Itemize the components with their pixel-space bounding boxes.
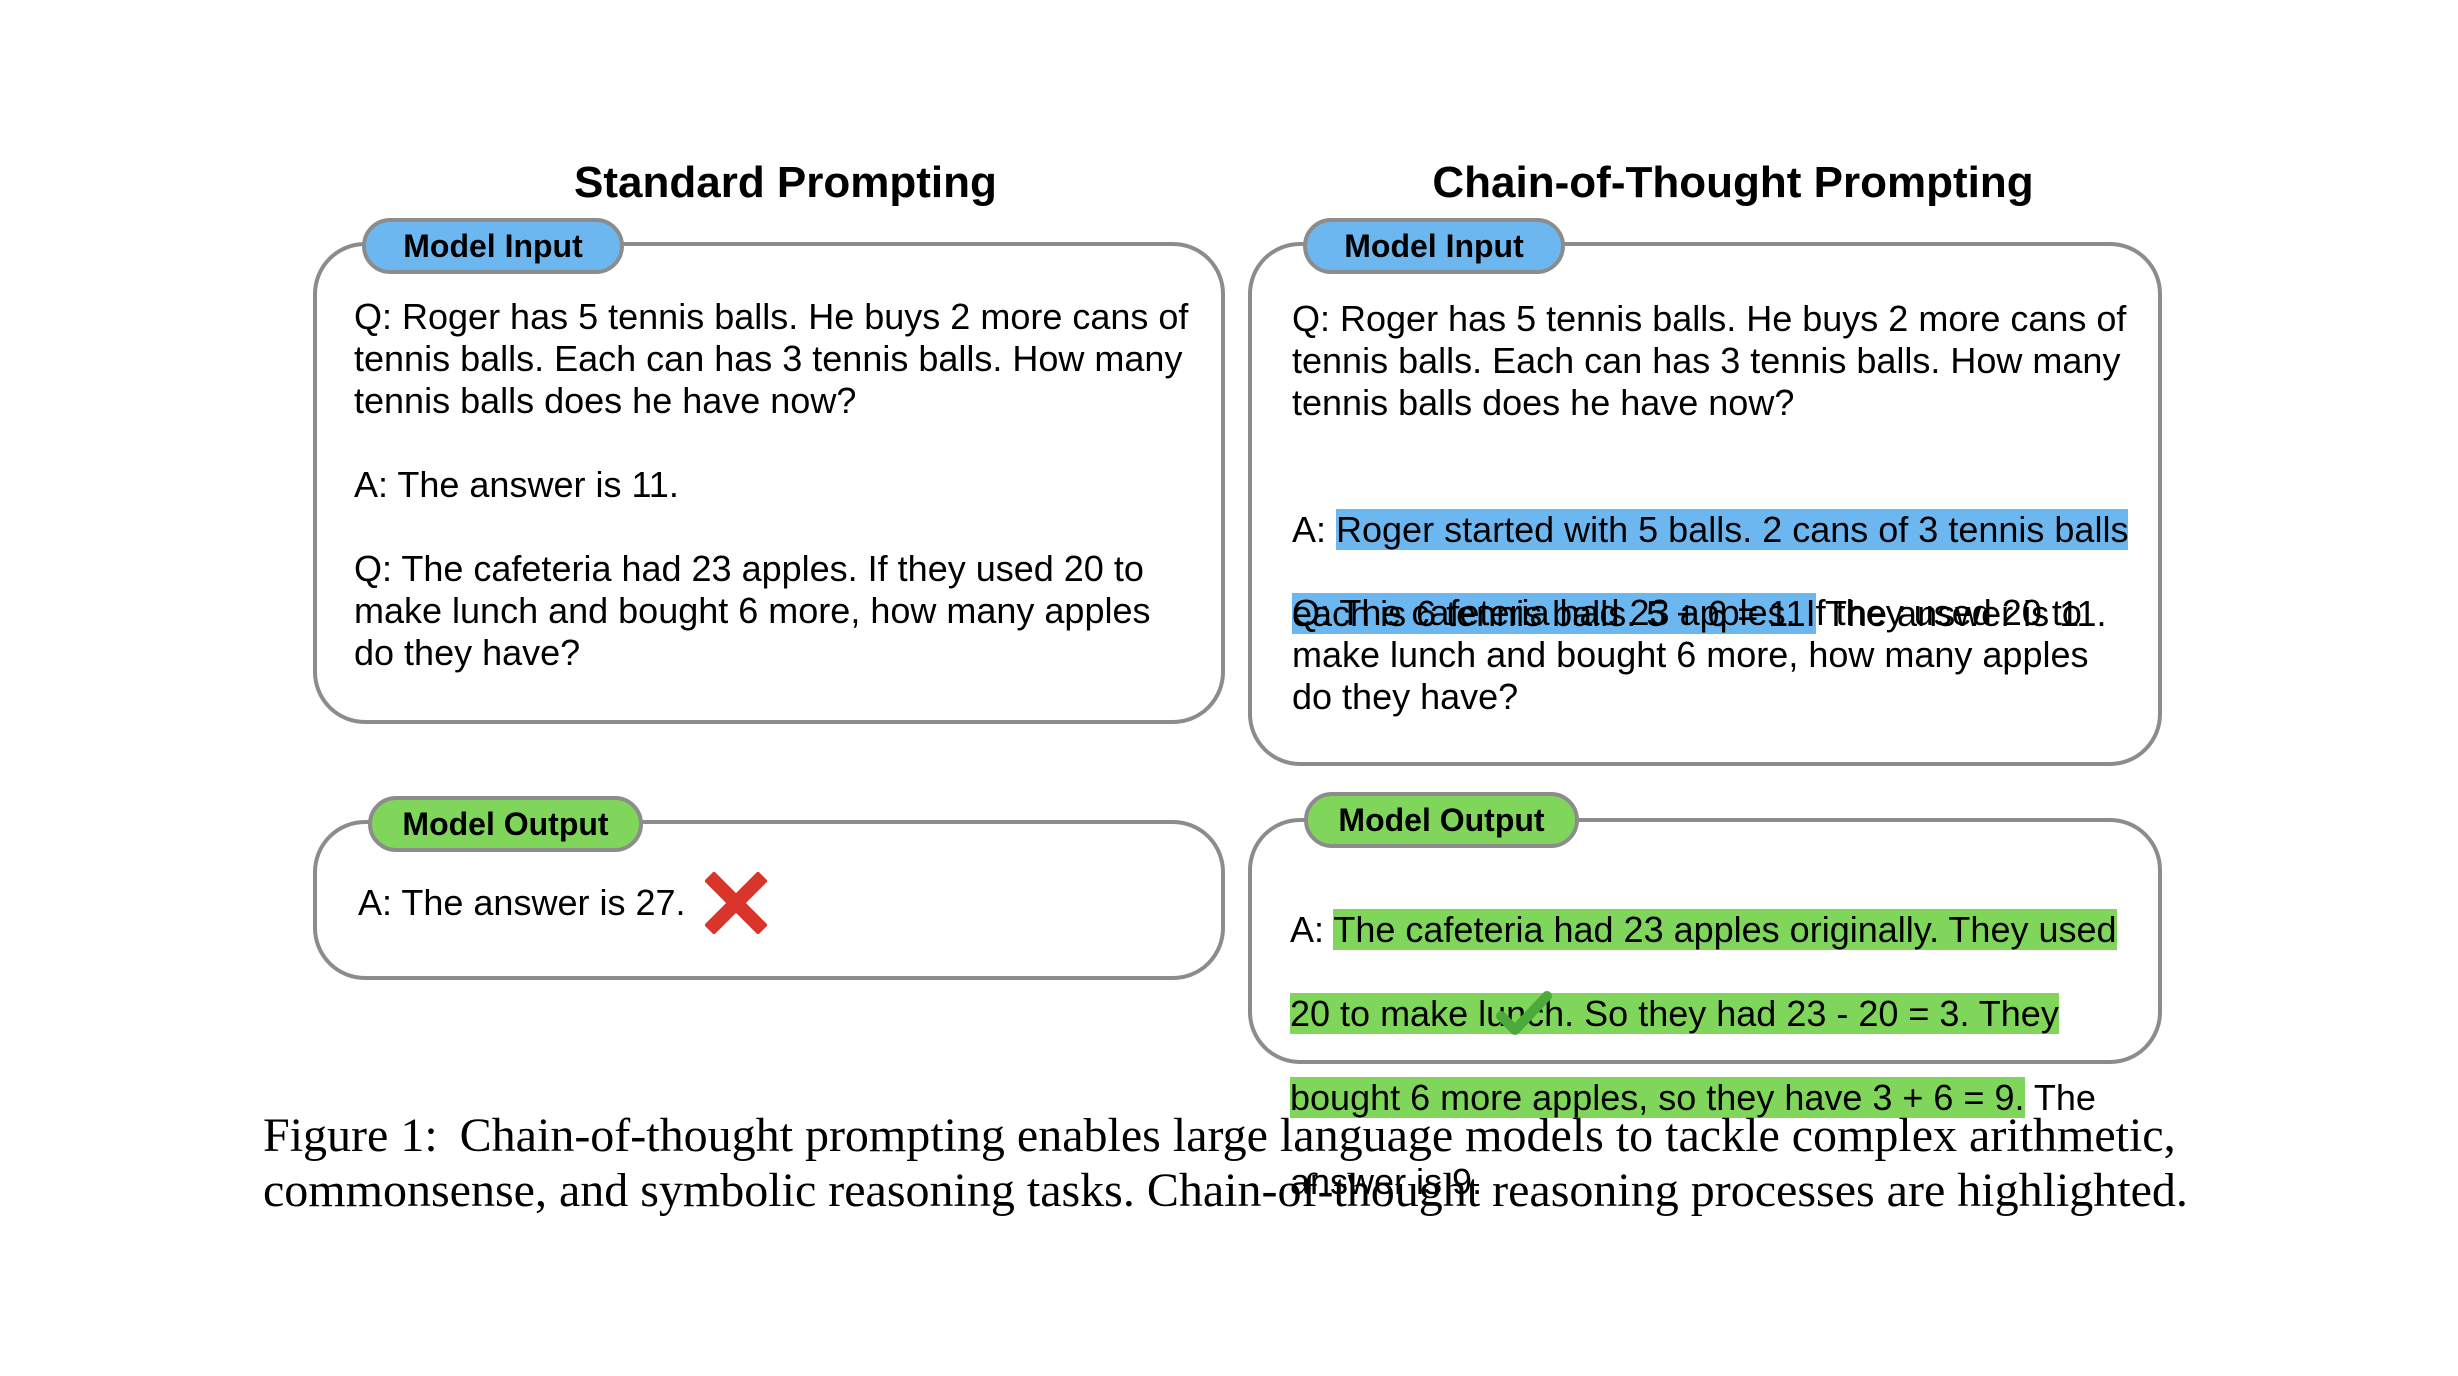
cot-output-reasoning-line3: bought 6 more apples, so they have 3 + 6…	[1290, 1077, 2025, 1118]
cot-output-reasoning-line2: 20 to make lunch. So they had 23 - 20 = …	[1290, 993, 2059, 1034]
cot-output: A: The cafeteria had 23 apples originall…	[1290, 867, 2117, 1203]
cot-output-prefix: A:	[1290, 909, 1334, 950]
standard-input-tab: Model Input	[362, 218, 624, 274]
cot-output-reasoning-line1: The cafeteria had 23 apples originally. …	[1333, 909, 2117, 950]
cot-q2: Q: The cafeteria had 23 apples. If they …	[1292, 592, 2089, 717]
cot-a1-reasoning-line2: each is 6 tennis balls. 5 + 6 = 11.	[1292, 593, 1816, 634]
cot-a1-prefix: A:	[1292, 509, 1337, 550]
cot-title: Chain-of-Thought Prompting	[1432, 158, 2034, 207]
standard-title: Standard Prompting	[574, 158, 997, 207]
cot-input-tab: Model Input	[1303, 218, 1565, 274]
cot-output-answer-line4: answer is 9.	[1290, 1161, 1483, 1202]
figure-caption: Figure 1:Chain-of-thought prompting enab…	[263, 1108, 2223, 1218]
cot-a1: A: Roger started with 5 balls. 2 cans of…	[1292, 467, 2129, 635]
cot-output-answer-line3: The	[2024, 1077, 2096, 1118]
cot-q1: Q: Roger has 5 tennis balls. He buys 2 m…	[1292, 298, 2127, 423]
cot-output-tab: Model Output	[1304, 792, 1579, 848]
standard-output: A: The answer is 27.	[358, 882, 686, 923]
standard-input-box	[313, 242, 1225, 724]
standard-a1: A: The answer is 11.	[354, 464, 679, 505]
standard-output-tab: Model Output	[368, 796, 643, 852]
caption-label: Figure 1:	[263, 1109, 438, 1162]
check-icon	[1496, 991, 1552, 1035]
standard-q2: Q: The cafeteria had 23 apples. If they …	[354, 548, 1151, 673]
cross-icon	[705, 872, 767, 934]
cot-a1-answer: The answer is 11.	[1815, 593, 2107, 634]
caption-text: Chain-of-thought prompting enables large…	[263, 1109, 2188, 1217]
standard-q1: Q: Roger has 5 tennis balls. He buys 2 m…	[354, 296, 1189, 421]
cot-input-box	[1248, 242, 2162, 766]
cot-a1-reasoning-line1: Roger started with 5 balls. 2 cans of 3 …	[1336, 509, 2129, 550]
